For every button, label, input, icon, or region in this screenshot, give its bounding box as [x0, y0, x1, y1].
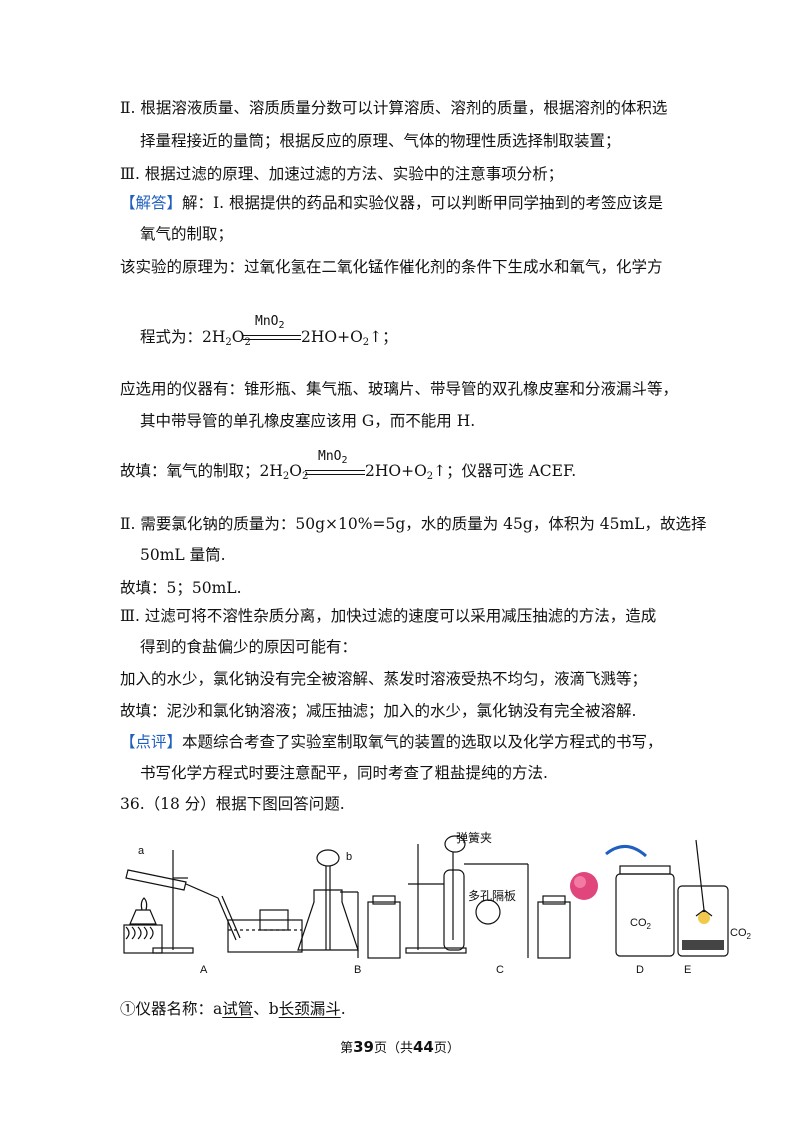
- equation-result: 2HO+O2↑；仪器可选 ACEF.: [365, 462, 577, 482]
- apparatus-b: [297, 849, 401, 959]
- page-total: 44: [413, 1038, 434, 1056]
- text-line: 故填：泥沙和氯化钠溶液；减压抽滤；加入的水少，氯化钠没有完全被溶解.: [120, 702, 637, 720]
- spring-clip-label: 弹簧夹: [456, 830, 492, 845]
- question-36: 36.（18 分）根据下图回答问题.: [120, 795, 345, 813]
- label-D: D: [636, 964, 644, 976]
- co2-label-d: CO2: [630, 917, 652, 931]
- answer-blank-a: 试管: [222, 1000, 254, 1018]
- label-E: E: [684, 964, 691, 976]
- label-a: a: [138, 845, 145, 857]
- text-line: 应选用的仪器有：锥形瓶、集气瓶、玻璃片、带导管的双孔橡皮塞和分液漏斗等，: [120, 380, 679, 398]
- catalyst-label: MnO2: [255, 314, 285, 331]
- text-line: 氧气的制取；: [140, 225, 234, 243]
- text-line: 书写化学方程式时要注意配平，同时考查了粗盐提纯的方法.: [140, 764, 548, 782]
- catalyst-label: MnO2: [318, 449, 348, 466]
- text-line: Ⅲ. 根据过滤的原理、加速过滤的方法、实验中的注意事项分析；: [120, 165, 564, 183]
- equation-bar: [305, 470, 365, 471]
- text-line: 其中带导管的单孔橡皮塞应该用 G，而不能用 H.: [140, 412, 476, 430]
- text-line: Ⅱ. 根据溶液质量、溶质质量分数可以计算溶质、溶剂的质量，根据溶剂的体积选: [120, 99, 668, 117]
- text-line: 择量程接近的量筒；根据反应的原理、气体的物理性质选择制取装置；: [140, 132, 621, 150]
- text-line: 【点评】本题综合考查了实验室制取氧气的装置的选取以及化学方程式的书写，: [120, 733, 663, 751]
- apparatus-figure: a A b B 弹簧夹 多孔隔板 C CO2 D: [123, 830, 752, 976]
- equation-line: 故填：氧气的制取；2H2O2: [120, 462, 309, 482]
- apparatus-a: [123, 850, 303, 954]
- flame-icon: [698, 912, 710, 924]
- review-tag: 【点评】: [120, 733, 183, 751]
- equation-bar: [243, 339, 301, 340]
- apparatus-e: [677, 839, 729, 957]
- text-line: Ⅲ. 过滤可将不溶性杂质分离，加快过滤的速度可以采用减压抽滤的方法，造成: [120, 607, 657, 625]
- equation-line: 程式为：2H2O2: [140, 328, 251, 348]
- label-A: A: [200, 964, 208, 976]
- chalk-pile: [682, 940, 724, 950]
- porous-plate-label: 多孔隔板: [468, 889, 516, 903]
- text-line: 故填：5；50mL.: [120, 579, 242, 597]
- answer-tag: 【解答】: [120, 194, 183, 212]
- co2-label-e: CO2: [730, 927, 752, 941]
- text-line: 得到的食盐偏少的原因可能有：: [140, 638, 358, 656]
- text-line: 该实验的原理为：过氧化氢在二氧化锰作催化剂的条件下生成水和氧气，化学方: [120, 258, 663, 276]
- text-line: 【解答】解：Ⅰ. 根据提供的药品和实验仪器，可以判断甲同学抽到的考签应该是: [120, 194, 663, 212]
- text-line: 50mL 量筒.: [140, 546, 226, 564]
- text-line: 加入的水少，氯化钠没有完全被溶解、蒸发时溶液受热不均匀，液滴飞溅等；: [120, 670, 648, 688]
- equation-result: 2HO+O2↑；: [301, 328, 398, 348]
- label-b: b: [346, 851, 352, 863]
- flower-icon: [570, 872, 598, 900]
- page-number: 39: [353, 1038, 374, 1056]
- apparatus-c: [405, 835, 571, 959]
- label-B: B: [354, 964, 361, 976]
- apparatus-d: [615, 865, 675, 957]
- equation-bar: [305, 474, 365, 475]
- text-line: Ⅱ. 需要氯化钠的质量为：50g×10%=5g，水的质量为 45g，体积为 45…: [120, 515, 707, 533]
- page-footer: 第39页（共44页）: [340, 1038, 460, 1056]
- equation-bar: [243, 335, 301, 336]
- answer-line: ①仪器名称：a 试管 、b 长颈漏斗 .: [120, 1000, 346, 1018]
- arrow-icon: [605, 845, 648, 858]
- answer-blank-b: 长颈漏斗: [278, 1000, 341, 1018]
- label-C: C: [496, 964, 504, 976]
